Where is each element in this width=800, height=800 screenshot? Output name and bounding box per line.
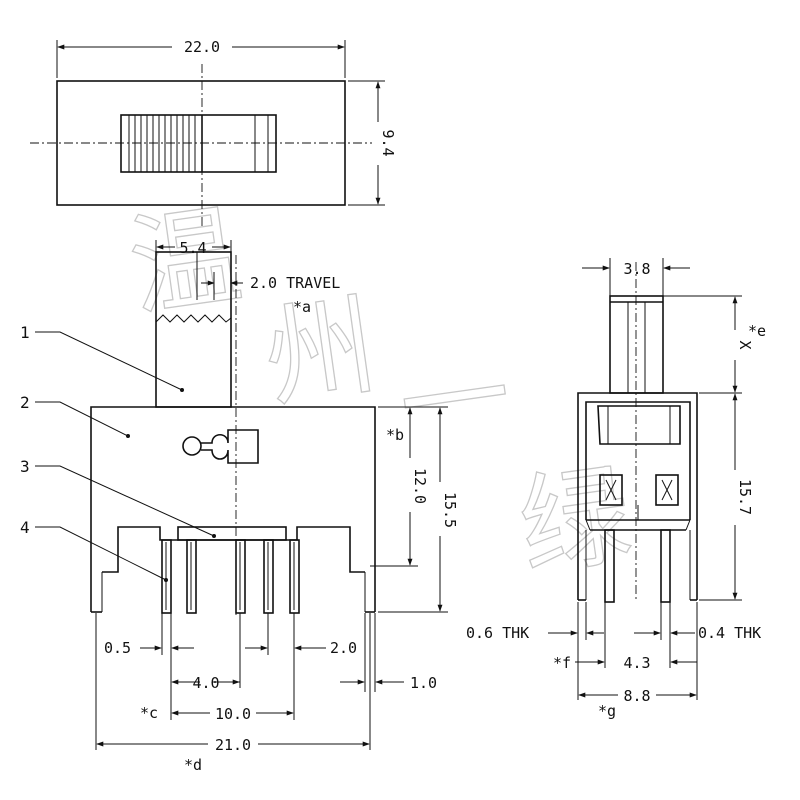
detent-spring [201, 429, 259, 464]
dimension-21-0: 21.0 [215, 736, 251, 754]
note-g: *g [598, 702, 616, 720]
side-contact-right [655, 474, 679, 506]
dimension-1-0: 1.0 [410, 674, 437, 692]
dimension-8-8: 8.8 [623, 687, 650, 705]
callout-4: 4 [20, 518, 30, 537]
callout-3-leader [35, 465, 215, 537]
dimension-12-0: 12.0 [411, 468, 429, 504]
dimension-x: X [736, 340, 754, 349]
side-slider-block [597, 405, 681, 445]
watermark: 温 州 一 绿 [121, 190, 639, 593]
callout-3: 3 [20, 457, 30, 476]
dimension-5-4: 5.4 [179, 239, 206, 257]
slider-grip-ribs [128, 115, 196, 172]
side-terminal-pin [660, 529, 671, 603]
dimension-9-4: 9.4 [379, 129, 397, 156]
callout-4-leader [35, 526, 167, 581]
callout-1-leader [35, 331, 183, 391]
side-frame-inner [585, 401, 691, 520]
housing-outline [90, 406, 376, 612]
terminal-pin [161, 539, 172, 614]
dimension-10-0: 10.0 [215, 705, 251, 723]
slider-knob-outline [120, 114, 277, 173]
slider-contact-bar [177, 526, 287, 541]
dimension-22-0: 22.0 [184, 38, 220, 56]
dimension-15-7: 15.7 [736, 479, 754, 515]
side-frame-outer [577, 392, 698, 600]
top-view: 22.0 9.4 [30, 38, 397, 226]
watermark-char: 绿 [512, 450, 639, 592]
dimension-0-4-thk: 0.4 THK [698, 624, 761, 642]
terminal-pins [161, 539, 300, 614]
side-actuator-outline [609, 295, 664, 394]
note-b: *b [386, 426, 404, 444]
callout-2-leader [35, 401, 129, 437]
watermark-char: 一 [392, 330, 519, 472]
dimension-15-5: 15.5 [441, 492, 459, 528]
callout-2: 2 [20, 393, 30, 412]
actuator-break-line [155, 314, 232, 323]
dimension-4-0: 4.0 [192, 674, 219, 692]
note-f: *f [553, 654, 571, 672]
terminal-pin [186, 539, 197, 614]
dimension-4-3: 4.3 [623, 654, 650, 672]
dimension-0-5: 0.5 [104, 639, 131, 657]
dimension-3-8: 3.8 [623, 260, 650, 278]
front-view: 5.4 2.0 TRAVEL *a *b 12.0 15.5 1 2 3 4 [20, 239, 459, 774]
watermark-char: 温 [122, 190, 249, 332]
side-contact-left [599, 474, 623, 506]
base-plate-outline [102, 526, 365, 573]
note-c: *c [140, 704, 158, 722]
side-terminal-pin [604, 529, 615, 603]
callout-1: 1 [20, 323, 30, 342]
detent-hole [182, 436, 202, 456]
note-d: *d [184, 756, 202, 774]
dimension-2-0: 2.0 [330, 639, 357, 657]
watermark-char: 州 [257, 281, 384, 423]
dimension-0-6-thk: 0.6 THK [466, 624, 529, 642]
side-view: 3.8 X *e 15.7 0.6 THK 0.4 THK *f 4.3 [466, 258, 766, 720]
note-a: *a [293, 298, 311, 316]
dimension-2-0-travel: 2.0 TRAVEL [250, 274, 340, 292]
note-e: *e [748, 322, 766, 340]
